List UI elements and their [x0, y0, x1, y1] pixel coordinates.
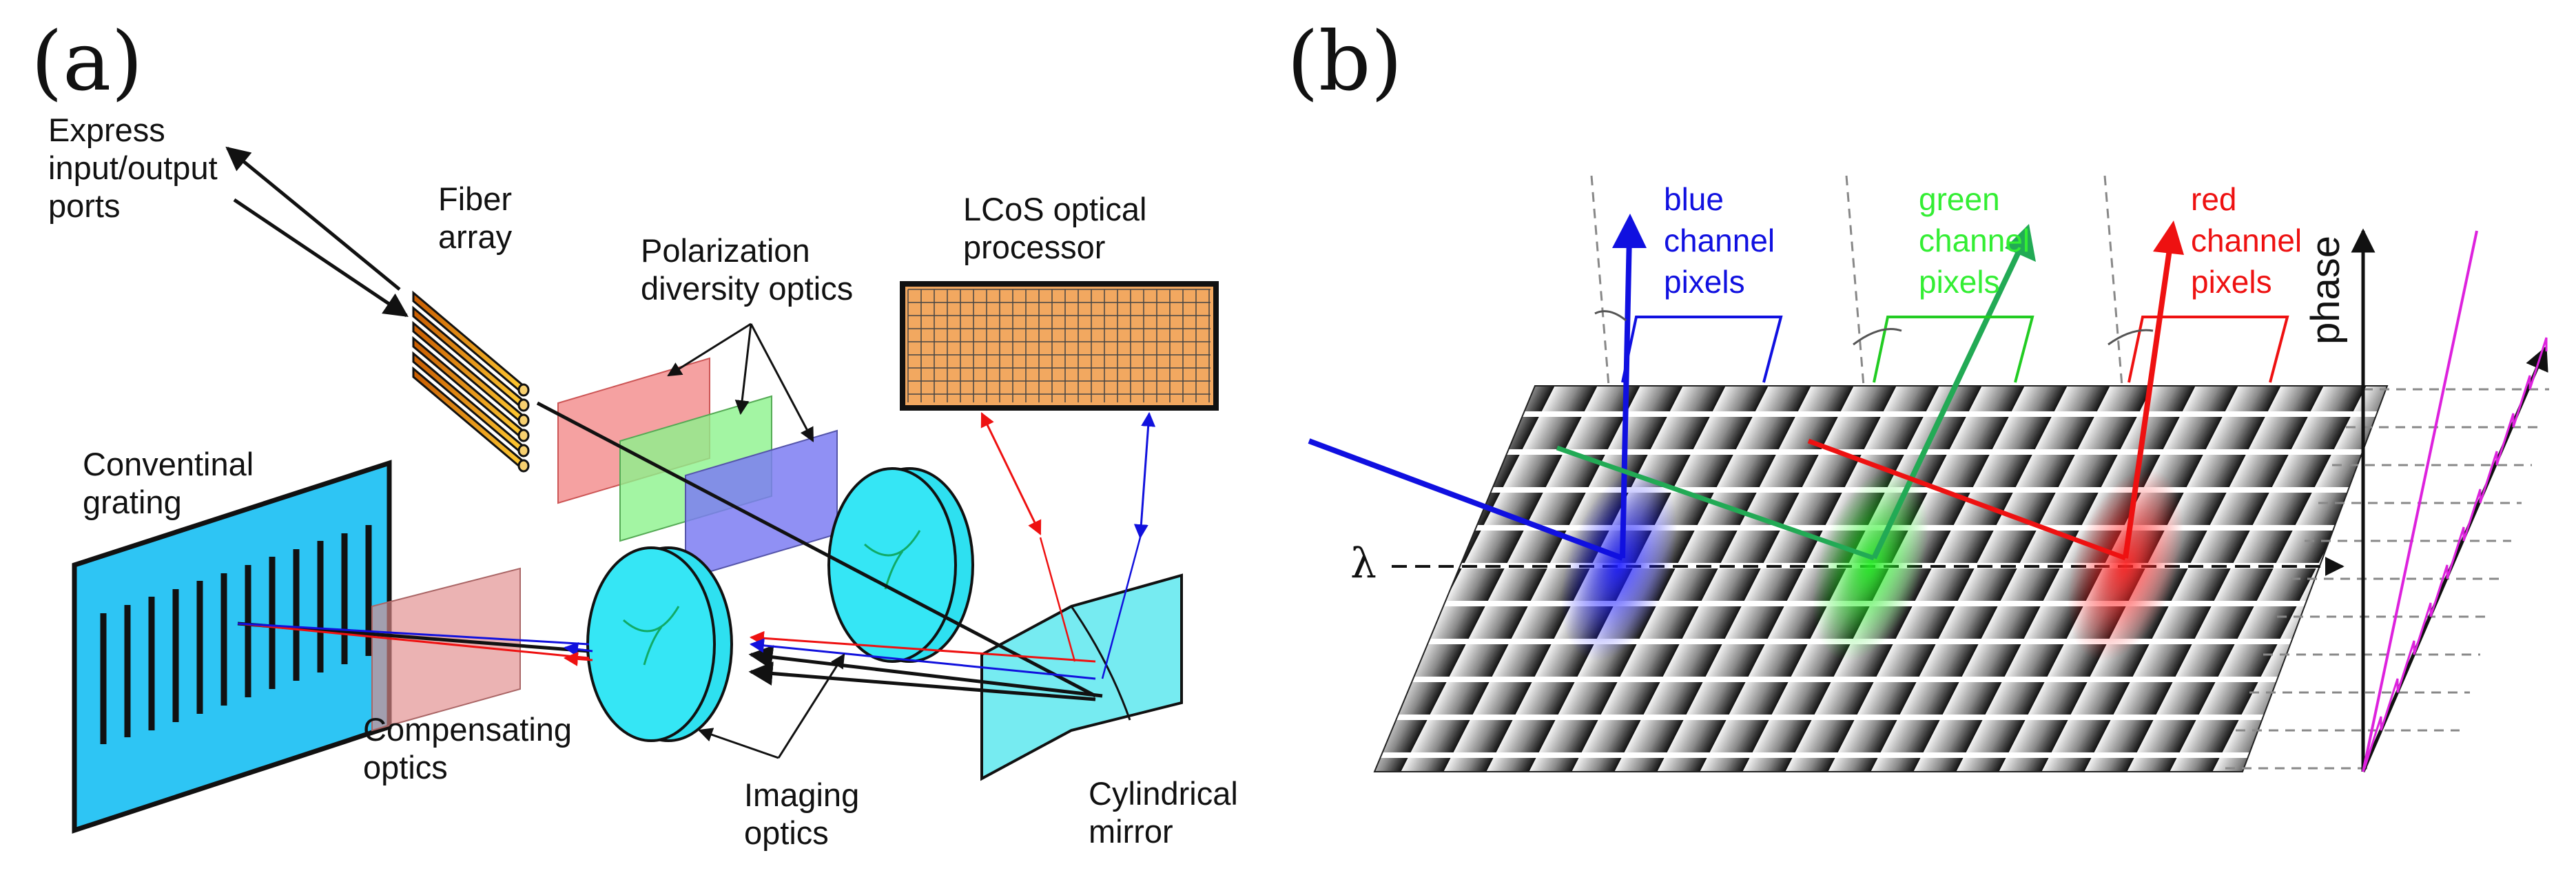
- imaging-lens-1: [586, 546, 733, 742]
- beam-blue: [1308, 214, 1647, 561]
- lcos-grid: [907, 289, 1210, 402]
- panel-a-label: (a): [31, 14, 143, 109]
- phase-label: phase: [2303, 236, 2348, 345]
- panel-b-label: (b): [1287, 14, 1403, 109]
- grating-label: Conventinal grating: [83, 446, 262, 520]
- phase-ramp: [2362, 230, 2478, 772]
- beam-green: [1556, 224, 2036, 561]
- conventional-grating: [72, 460, 392, 834]
- panel-a: (a): [31, 14, 1247, 851]
- phase-sawtooth: [2363, 337, 2548, 769]
- lcos-label: LCoS optical processor: [963, 191, 1156, 265]
- red-spot: [2067, 469, 2184, 661]
- imaging-label: Imaging optics: [744, 777, 868, 851]
- green-channel-label: green channel pixels: [1919, 181, 2039, 300]
- beam-red: [1807, 220, 2184, 561]
- grating-lines: [100, 525, 372, 744]
- angle-arcs: [1594, 310, 2154, 346]
- blue-pixel-bracket: [1621, 316, 1783, 383]
- lcos-processor: [900, 281, 1219, 411]
- red-channel-label: red channel pixels: [2191, 181, 2311, 300]
- compensating-optics: [371, 567, 521, 732]
- light-beams: [225, 146, 1156, 701]
- mirror-label: Cylindrical mirror: [1089, 775, 1247, 850]
- blue-channel-label: blue channel pixels: [1664, 181, 1784, 300]
- compensating-label: Compensating optics: [363, 711, 581, 785]
- express-ports-label: Express input/output ports: [48, 112, 227, 224]
- step-dashes: [2225, 388, 2549, 770]
- reference-dashes: [1590, 175, 2123, 387]
- polarization-plates: [557, 357, 838, 580]
- polarization-label: Polarization diversity optics: [641, 232, 853, 307]
- red-pixel-bracket: [2127, 316, 2289, 383]
- fiber-array-label: Fiber array: [438, 181, 521, 255]
- leader-lines-a: [667, 322, 845, 759]
- fiber-array: [412, 290, 530, 473]
- blue-spot: [1560, 469, 1678, 661]
- green-spot: [1812, 469, 1929, 661]
- imaging-lens-2: [827, 467, 974, 663]
- green-pixel-bracket: [1873, 316, 2034, 383]
- phase-axes: [2351, 228, 2548, 772]
- panel-b: (b) λ: [1287, 14, 2549, 772]
- lambda-label: λ: [1350, 540, 1377, 588]
